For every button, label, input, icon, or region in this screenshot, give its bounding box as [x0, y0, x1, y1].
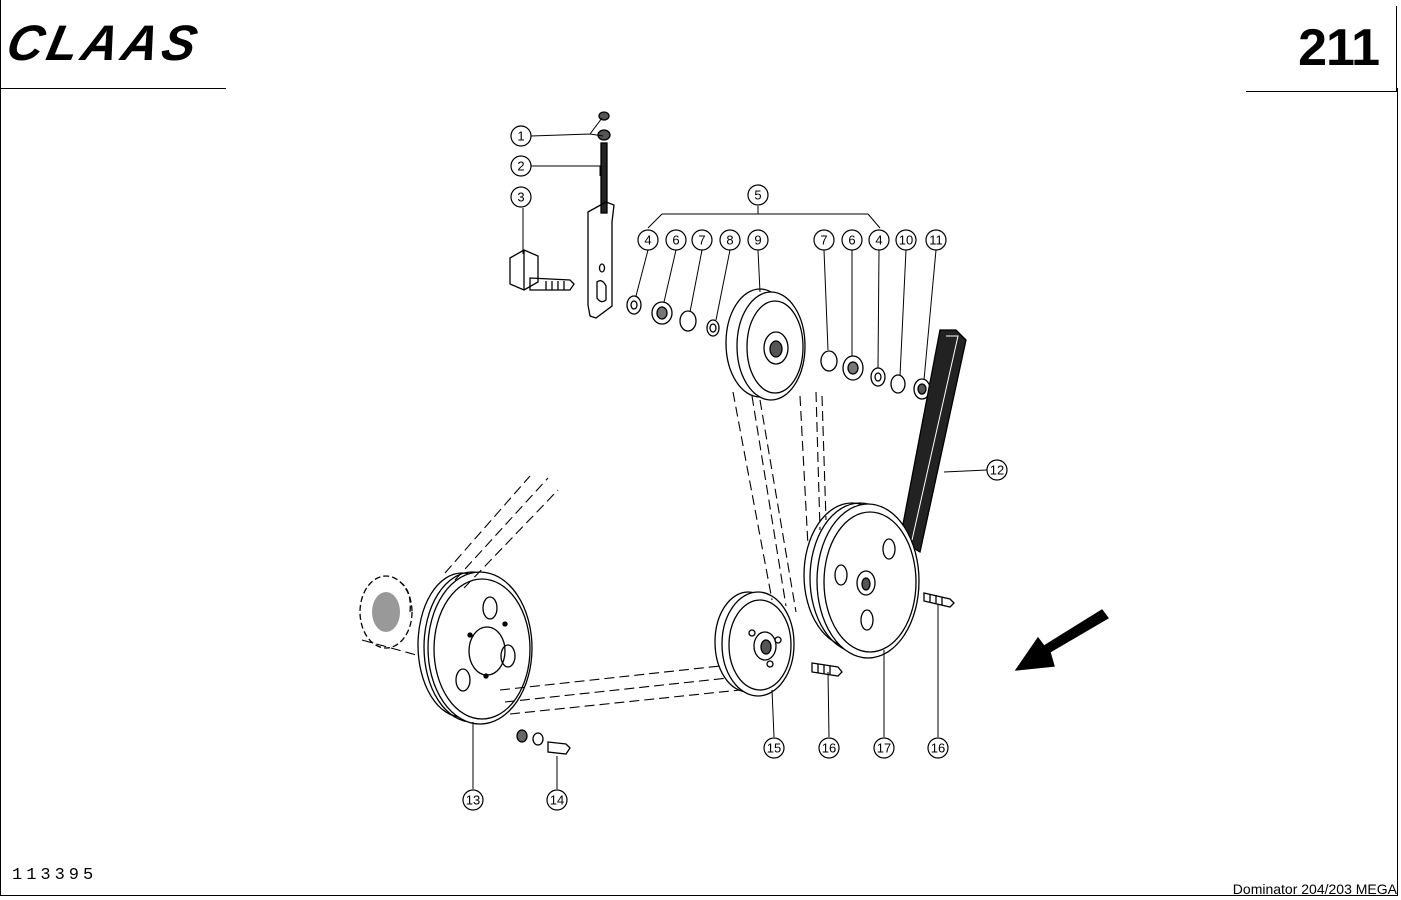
bottom-rule [0, 895, 1397, 896]
callout-number: 11 [929, 233, 943, 248]
header-rule-right [1246, 91, 1397, 92]
drawing-number: 113395 [12, 866, 98, 885]
callout-4: 4 [637, 229, 659, 251]
callout-8: 8 [719, 229, 741, 251]
leader-lines [472, 117, 988, 789]
page-frame [0, 88, 1398, 896]
callout-number: 15 [767, 741, 781, 756]
hex-bolt [516, 729, 571, 755]
callout-number: 16 [822, 741, 836, 756]
callout-number: 1 [517, 129, 524, 144]
callout-1: 1 [510, 125, 532, 147]
v-belt [899, 329, 967, 554]
header-rule-left [0, 88, 226, 89]
callout-number: 17 [877, 741, 891, 756]
bearing-part [626, 295, 720, 337]
idler-pulley-small [714, 591, 795, 697]
callout-number: 2 [517, 159, 524, 174]
tensioner-bracket [587, 201, 615, 319]
callout-16: 16 [818, 737, 840, 759]
callout-16: 16 [927, 737, 949, 759]
callout-number: 6 [672, 233, 679, 248]
callout-4: 4 [868, 229, 890, 251]
hex-bolt [923, 592, 955, 608]
callout-number: 5 [754, 188, 761, 203]
callout-5: 5 [747, 184, 769, 206]
callout-number: 14 [550, 793, 564, 808]
callout-number: 6 [848, 233, 855, 248]
top-right-border [1396, 6, 1397, 92]
callout-15: 15 [763, 737, 785, 759]
hub-flange [359, 575, 413, 649]
bearing-part [820, 350, 931, 400]
callout-14: 14 [546, 789, 568, 811]
t-bolt [509, 249, 575, 291]
callout-number: 16 [931, 741, 945, 756]
callout-number: 10 [899, 233, 913, 248]
callout-9: 9 [747, 229, 769, 251]
callout-2: 2 [510, 155, 532, 177]
callout-number: 9 [754, 233, 761, 248]
callout-10: 10 [895, 229, 917, 251]
callout-6: 6 [841, 229, 863, 251]
callout-13: 13 [462, 789, 484, 811]
callout-number: 7 [820, 233, 827, 248]
drive-pulley-large [803, 502, 920, 659]
callout-17: 17 [873, 737, 895, 759]
threaded-stud [600, 142, 608, 214]
top-left-border [0, 0, 1, 88]
hex-bolt [811, 662, 843, 677]
callout-number: 12 [990, 463, 1004, 478]
callout-7: 7 [691, 229, 713, 251]
callout-number: 8 [726, 233, 733, 248]
main-pulley-left [417, 571, 533, 725]
hub-flange [372, 592, 400, 632]
machine-model: Dominator 204/203 MEGA [1232, 881, 1397, 897]
callout-7: 7 [813, 229, 835, 251]
callout-6: 6 [665, 229, 687, 251]
callout-3: 3 [510, 186, 532, 208]
callout-number: 3 [517, 190, 524, 205]
callout-number: 4 [875, 233, 882, 248]
callout-11: 11 [925, 229, 947, 251]
page-number: 211 [1298, 19, 1380, 77]
direction-arrow-icon [1014, 609, 1109, 671]
callout-number: 4 [644, 233, 651, 248]
callout-number: 7 [698, 233, 705, 248]
callout-12: 12 [986, 459, 1008, 481]
tension-pulley [725, 288, 806, 401]
callout-number: 13 [466, 793, 480, 808]
belt-path [361, 391, 827, 715]
